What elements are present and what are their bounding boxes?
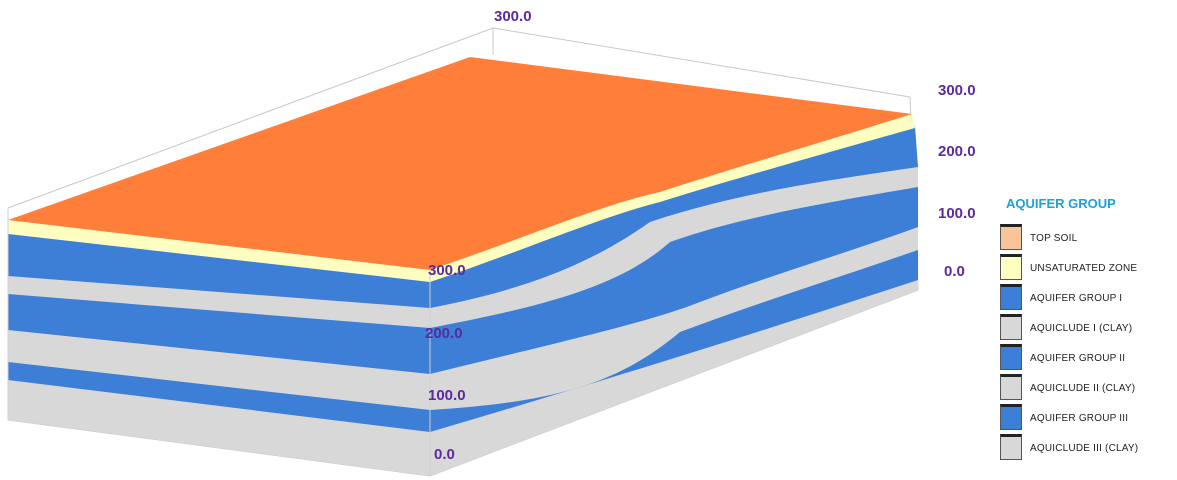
legend-item: AQUIFER GROUP II [1000,338,1177,370]
front-wireframe [7,208,431,476]
top-axis-tick-300: 300.0 [494,8,532,25]
legend-item: AQUIFER GROUP I [1000,278,1177,310]
right-aquifer-ii [430,185,918,374]
legend-item-label: AQUIFER GROUP II [1030,353,1126,364]
legend-swatch [1000,314,1022,340]
front-aquifer-ii [8,292,430,374]
front-aquiclude-i [8,274,430,328]
legend-swatch [1000,284,1022,310]
front-unsaturated-zone [8,220,430,282]
legend-swatch [1000,374,1022,400]
right-aquifer-i [430,126,918,308]
front-aquiclude-iii [8,378,430,476]
front-axis-tick-300: 300.0 [428,262,466,279]
right-face-strata [430,114,918,476]
legend-swatch [1000,344,1022,370]
legend-item-label: UNSATURATED ZONE [1030,263,1138,274]
right-aquifer-iii [430,248,918,432]
legend-item: AQUICLUDE I (CLAY) [1000,308,1177,340]
legend-swatch [1000,224,1022,250]
legend-title: AQUIFER GROUP [1006,196,1116,211]
legend-item: AQUICLUDE II (CLAY) [1000,368,1177,400]
legend-item-label: AQUICLUDE I (CLAY) [1030,323,1133,334]
right-aquiclude-iii [430,278,918,476]
legend-item: UNSATURATED ZONE [1000,248,1177,280]
right-aquiclude-ii [430,225,918,410]
right-unsaturated-zone [430,114,915,282]
legend-swatch [1000,404,1022,430]
front-axis-tick-200: 200.0 [425,325,463,342]
legend-item-label: AQUIFER GROUP I [1030,293,1123,304]
right-axis-tick-0: 0.0 [944,263,965,280]
front-aquiclude-ii [8,328,430,410]
front-axis-tick-0: 0.0 [434,446,455,463]
legend-item: AQUICLUDE III (CLAY) [1000,428,1177,460]
legend-swatch [1000,434,1022,460]
legend-swatch [1000,254,1022,280]
front-aquifer-i [8,232,430,308]
right-axis-tick-300: 300.0 [938,82,976,99]
legend: AQUIFER GROUP TOP SOIL UNSATURATED ZONE AQ… [1000,196,1177,460]
front-axis-tick-100: 100.0 [428,387,466,404]
right-aquiclude-i [430,165,918,328]
legend-item-label: AQUIFER GROUP III [1030,413,1129,424]
legend-item: TOP SOIL [1000,218,1177,250]
legend-item-label: TOP SOIL [1030,233,1078,244]
legend-item-label: AQUICLUDE III (CLAY) [1030,443,1139,454]
legend-item: AQUIFER GROUP III [1000,398,1177,430]
right-axis-tick-200: 200.0 [938,143,976,160]
right-axis-tick-100: 100.0 [938,205,976,222]
top-soil-surface [8,57,912,270]
legend-items: TOP SOIL UNSATURATED ZONE AQUIFER GROUP I A… [1000,218,1177,460]
front-aquifer-iii [8,360,430,432]
front-face-strata [8,220,430,476]
legend-item-label: AQUICLUDE II (CLAY) [1030,383,1136,394]
